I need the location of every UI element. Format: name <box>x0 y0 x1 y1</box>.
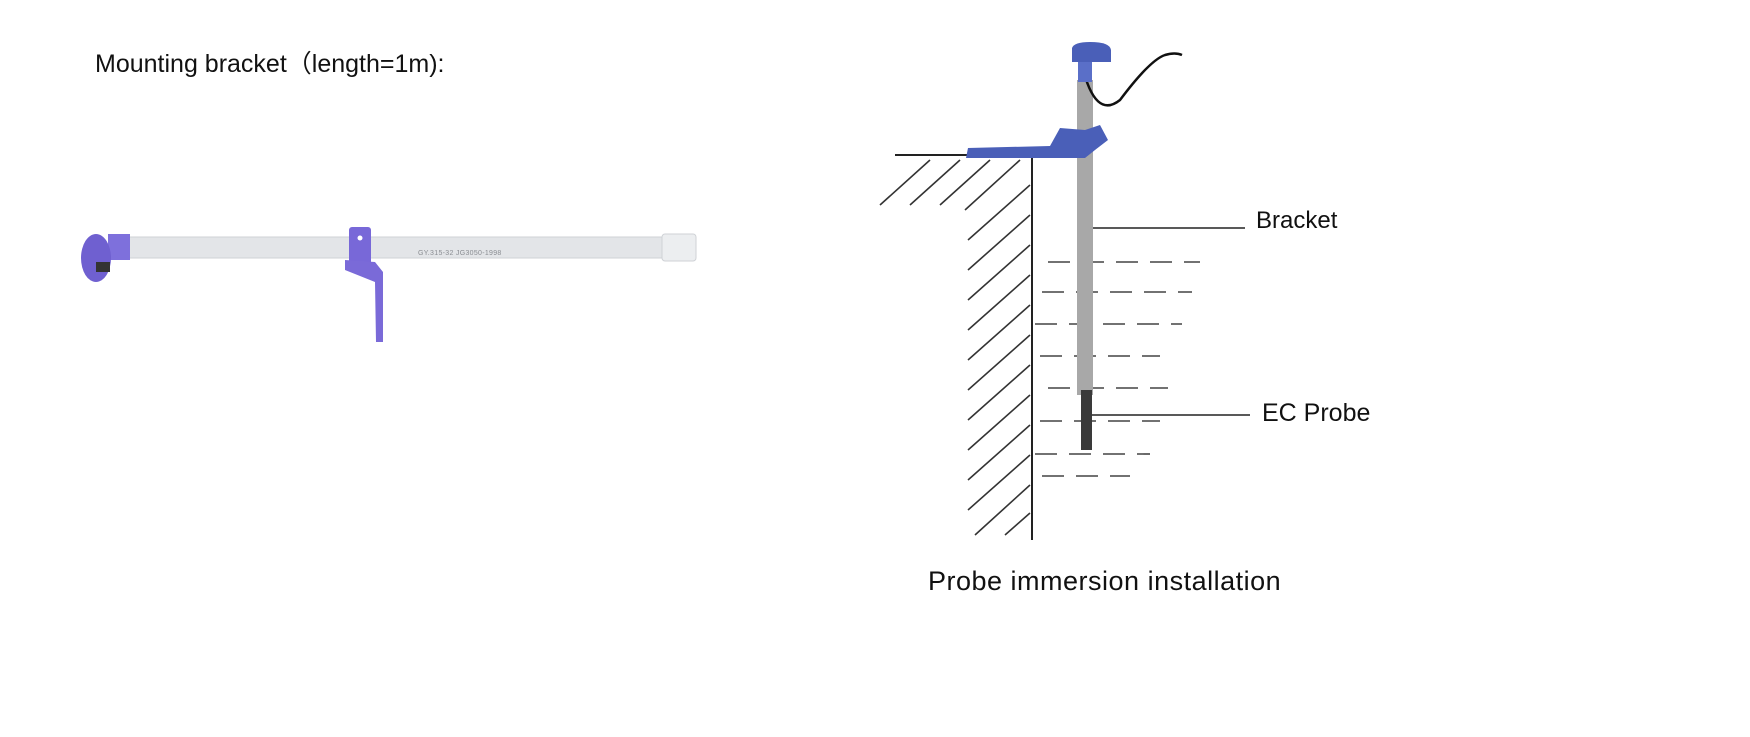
wall-hatching <box>879 159 1031 536</box>
installation-diagram <box>879 42 1250 540</box>
bracket-label: Bracket <box>1256 207 1338 234</box>
sensor-cap <box>1072 42 1111 62</box>
ec-probe <box>1081 390 1092 450</box>
water-level-lines <box>1035 261 1200 477</box>
pipe-marking: GY.315-32 JG3050-1998 <box>418 250 502 257</box>
ec-probe-label: EC Probe <box>1262 399 1371 427</box>
mounting-clamp <box>966 125 1108 158</box>
probe-cable <box>1080 52 1183 107</box>
bracket-title: Mounting bracket（length=1m): <box>95 50 445 78</box>
mounting-bracket-image <box>81 227 697 342</box>
bracket-pole <box>1077 80 1093 395</box>
diagram-caption: Probe immersion installation <box>928 566 1282 596</box>
